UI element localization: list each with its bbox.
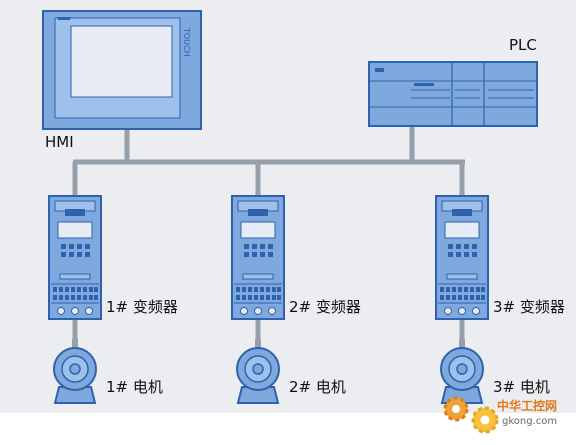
network-bus <box>72 126 465 197</box>
motor-3-label: 3# 电机 <box>493 378 550 396</box>
hmi-screen <box>70 25 173 98</box>
hmi-label: HMI <box>45 133 74 151</box>
motor-2 <box>236 338 280 404</box>
drive-3-label: 3# 变频器 <box>493 298 565 316</box>
watermark-logo <box>443 396 499 434</box>
plc-device <box>368 61 538 127</box>
drive-2-label: 2# 变频器 <box>289 298 361 316</box>
hmi-device: TOUCH <box>42 10 202 130</box>
drive-3 <box>435 195 489 320</box>
drive-motor-links <box>72 320 465 341</box>
motor-1 <box>53 338 97 404</box>
drive-2 <box>231 195 285 320</box>
drive-1 <box>48 195 102 320</box>
drive-1-label: 1# 变频器 <box>106 298 178 316</box>
watermark-line1: 中华工控网 <box>497 399 558 413</box>
motor-3 <box>440 338 484 404</box>
watermark-line2: gkong.com <box>502 416 558 427</box>
motor-1-label: 1# 电机 <box>106 378 163 396</box>
motor-2-label: 2# 电机 <box>289 378 346 396</box>
hmi-panel-text: TOUCH <box>182 27 191 57</box>
plc-label: PLC <box>509 36 537 54</box>
